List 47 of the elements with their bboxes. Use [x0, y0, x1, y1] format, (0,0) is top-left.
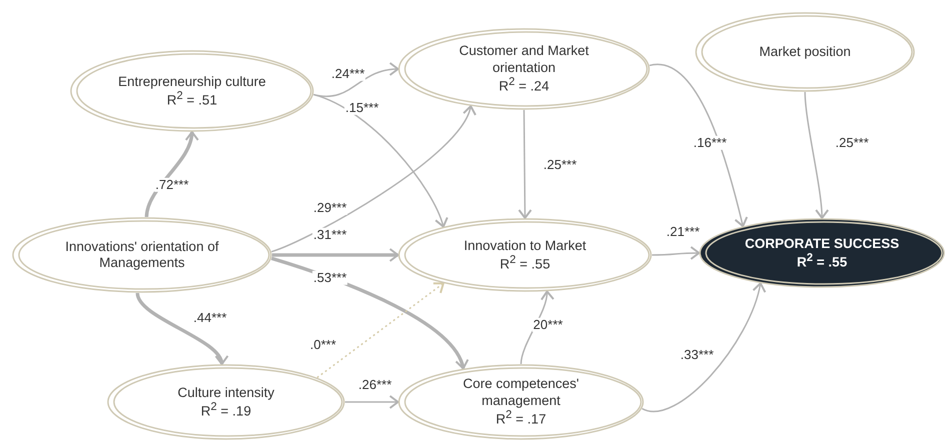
- path-coefficient: .26***: [357, 378, 393, 392]
- r-squared-value: R$^{2}$ = .55: [500, 254, 550, 272]
- ellipse-node: [695, 12, 915, 92]
- node-label: Core competences' management: [462, 376, 580, 409]
- path-arrow: [518, 110, 532, 219]
- ellipse-node: [398, 364, 644, 440]
- path-coefficient: 20***: [532, 318, 564, 332]
- ellipse-node: [398, 218, 652, 292]
- path-arrow: [313, 62, 399, 97]
- path-arrow: [136, 292, 226, 366]
- node-label: Innovations' orientation of Managements: [64, 238, 220, 272]
- path-coefficient: .16***: [692, 136, 728, 150]
- ellipse-node: [12, 217, 272, 293]
- ellipse-node: [699, 218, 945, 288]
- path-coefficient: .24***: [330, 66, 366, 82]
- path-coefficient: .25***: [542, 158, 578, 172]
- path-coefficient: .53***: [312, 270, 348, 286]
- r-squared-value: R$^{2}$ = .19: [200, 400, 252, 420]
- path-coefficient: .72***: [154, 178, 190, 192]
- path-arrow: [313, 94, 448, 228]
- r-squared-value: R$^{2}$ = .24: [498, 76, 550, 95]
- node-label: CORPORATE SUCCESS: [744, 236, 900, 252]
- node-label: Market position: [759, 44, 851, 60]
- node-label: Innovation to Market: [464, 238, 586, 254]
- path-coefficient: .31***: [312, 228, 348, 242]
- ellipse-node: [70, 50, 314, 132]
- node-label: Customer and Market orientation: [458, 43, 590, 76]
- path-arrow: [272, 248, 399, 262]
- node-label: Culture intensity: [178, 384, 274, 401]
- node-label: Entrepreneurship culture: [118, 74, 266, 90]
- r-squared-value: R$^{2}$ = .55: [796, 252, 848, 270]
- path-coefficient: .15***: [344, 100, 380, 116]
- path-arrow: [316, 282, 444, 378]
- path-coefficient: .29***: [312, 200, 348, 216]
- ellipse-node: [398, 28, 650, 110]
- path-arrow: [642, 282, 766, 412]
- path-coefficient: .0***: [308, 338, 338, 352]
- r-squared-value: R$^{2}$ = .51: [166, 90, 218, 108]
- ellipse-node: [107, 364, 345, 440]
- path-coefficient: .33***: [679, 348, 715, 362]
- r-squared-value: R$^{2}$ = .17: [496, 408, 546, 428]
- path-arrow: [649, 64, 748, 228]
- path-arrow: [345, 395, 399, 409]
- path-arrow: [271, 105, 475, 252]
- path-arrow: [652, 246, 700, 260]
- path-arrow: [804, 92, 829, 219]
- path-coefficient: .25***: [834, 136, 870, 150]
